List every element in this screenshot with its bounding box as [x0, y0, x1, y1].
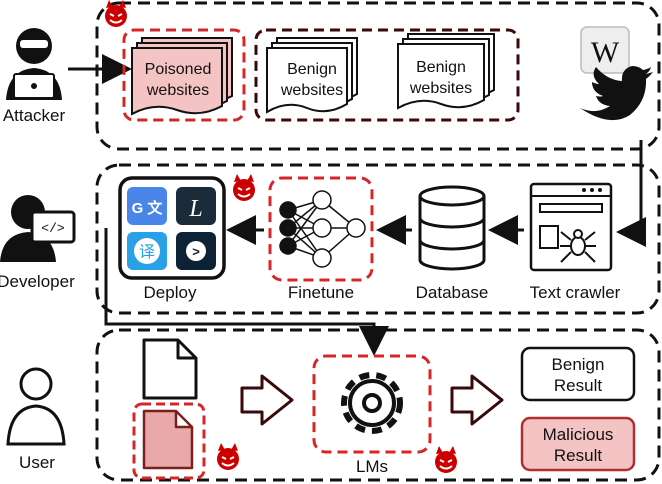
benign-websites-2-line1: Benign	[416, 59, 466, 76]
translate-app-letters: G 文	[132, 199, 164, 217]
attacker-panel	[95, 1, 661, 151]
lingvo-app-letter: L	[188, 196, 202, 222]
benign-websites-stack-1	[266, 37, 358, 114]
benign-result-line1: Benign	[552, 355, 605, 374]
text-crawler-label: Text crawler	[530, 283, 621, 302]
database-icon	[418, 185, 486, 271]
translate-app-icon: G 文	[127, 187, 167, 225]
dark-app-icon: >	[176, 232, 216, 270]
poisoned-websites-label-line2: websites	[146, 82, 209, 99]
devil-icon	[105, 0, 127, 27]
developer-panel	[95, 163, 661, 315]
user-icon	[6, 367, 66, 446]
benign-websites-2-line2: websites	[409, 80, 472, 97]
wikipedia-letter: W	[591, 36, 620, 69]
lms-frame	[312, 354, 432, 454]
benign-result-line2: Result	[554, 376, 602, 395]
text-crawler-icon	[529, 182, 613, 272]
user-label: User	[19, 453, 55, 472]
malicious-result-line1: Malicious	[543, 425, 614, 444]
malicious-result-box	[520, 416, 636, 472]
twitter-bird-icon	[580, 66, 653, 121]
poisoned-websites-frame	[122, 28, 246, 122]
benign-document-icon	[142, 338, 198, 400]
malicious-result-line2: Result	[554, 446, 602, 465]
deploy-label: Deploy	[144, 283, 197, 302]
poisoned-websites-label-line1: Poisoned	[145, 61, 212, 78]
finetune-label: Finetune	[288, 283, 354, 302]
dark-app-glyph: >	[192, 244, 200, 259]
benign-websites-frame	[254, 28, 520, 122]
benign-result-box	[520, 346, 636, 402]
lms-label: LMs	[356, 457, 388, 476]
devil-icon	[435, 446, 457, 473]
benign-websites-1-line1: Benign	[287, 61, 337, 78]
malicious-document-icon	[142, 409, 194, 470]
neural-network-icon	[279, 190, 366, 268]
benign-websites-stack-2	[397, 33, 495, 110]
devil-icon	[217, 443, 239, 470]
attacker-icon	[6, 28, 62, 100]
developer-icon: </>	[0, 195, 76, 262]
database-label: Database	[416, 283, 489, 302]
fanyi-app-icon: 译	[127, 232, 167, 270]
fanyi-app-char: 译	[139, 243, 155, 261]
svg-text:</>: </>	[41, 221, 65, 236]
input-hollow-arrow	[240, 374, 294, 426]
attacker-label: Attacker	[3, 106, 66, 125]
wikipedia-icon: W	[580, 26, 630, 74]
deploy-app-grid: G 文 L 译 >	[118, 176, 226, 280]
devil-icon	[233, 174, 255, 201]
output-hollow-arrow	[450, 374, 504, 426]
lingvo-app-icon: L	[176, 187, 216, 225]
poisoned-websites-stack	[131, 37, 233, 116]
malicious-document-frame	[132, 402, 206, 480]
developer-label: Developer	[0, 272, 75, 291]
gear-icon	[341, 372, 403, 434]
finetune-frame	[268, 176, 374, 282]
benign-websites-1-line2: websites	[280, 82, 343, 99]
twitter-to-crawler-arrow	[616, 140, 646, 247]
deploy-to-lms-arrow	[104, 228, 389, 356]
